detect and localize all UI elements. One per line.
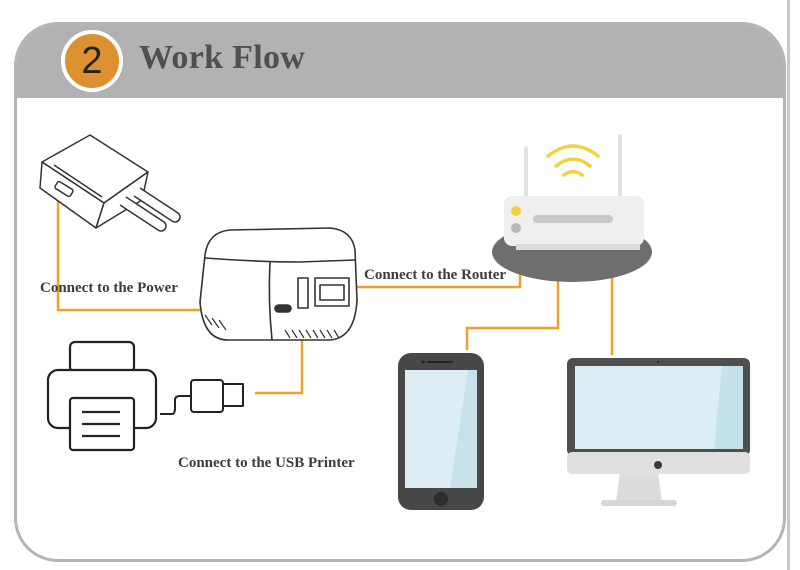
power-label: Connect to the Power <box>40 280 178 296</box>
smartphone-icon <box>398 353 484 510</box>
router-label: Connect to the Router <box>364 267 507 283</box>
section-header: 2 Work Flow <box>17 25 783 98</box>
print-server-icon <box>199 227 358 341</box>
power-adapter-icon <box>39 134 181 232</box>
power-cable <box>56 190 270 312</box>
phone-cable <box>465 258 560 350</box>
page-edge <box>787 0 790 570</box>
step-badge: 2 <box>61 30 123 92</box>
section-title: Work Flow <box>139 39 306 76</box>
usb-plug-icon <box>160 379 244 415</box>
wifi-signal-icon <box>546 144 600 177</box>
printer-label: Connect to the USB Printer <box>178 455 355 471</box>
wifi-router-icon <box>492 134 652 282</box>
usb-printer-icon <box>46 340 158 452</box>
desktop-monitor-icon <box>567 358 750 506</box>
